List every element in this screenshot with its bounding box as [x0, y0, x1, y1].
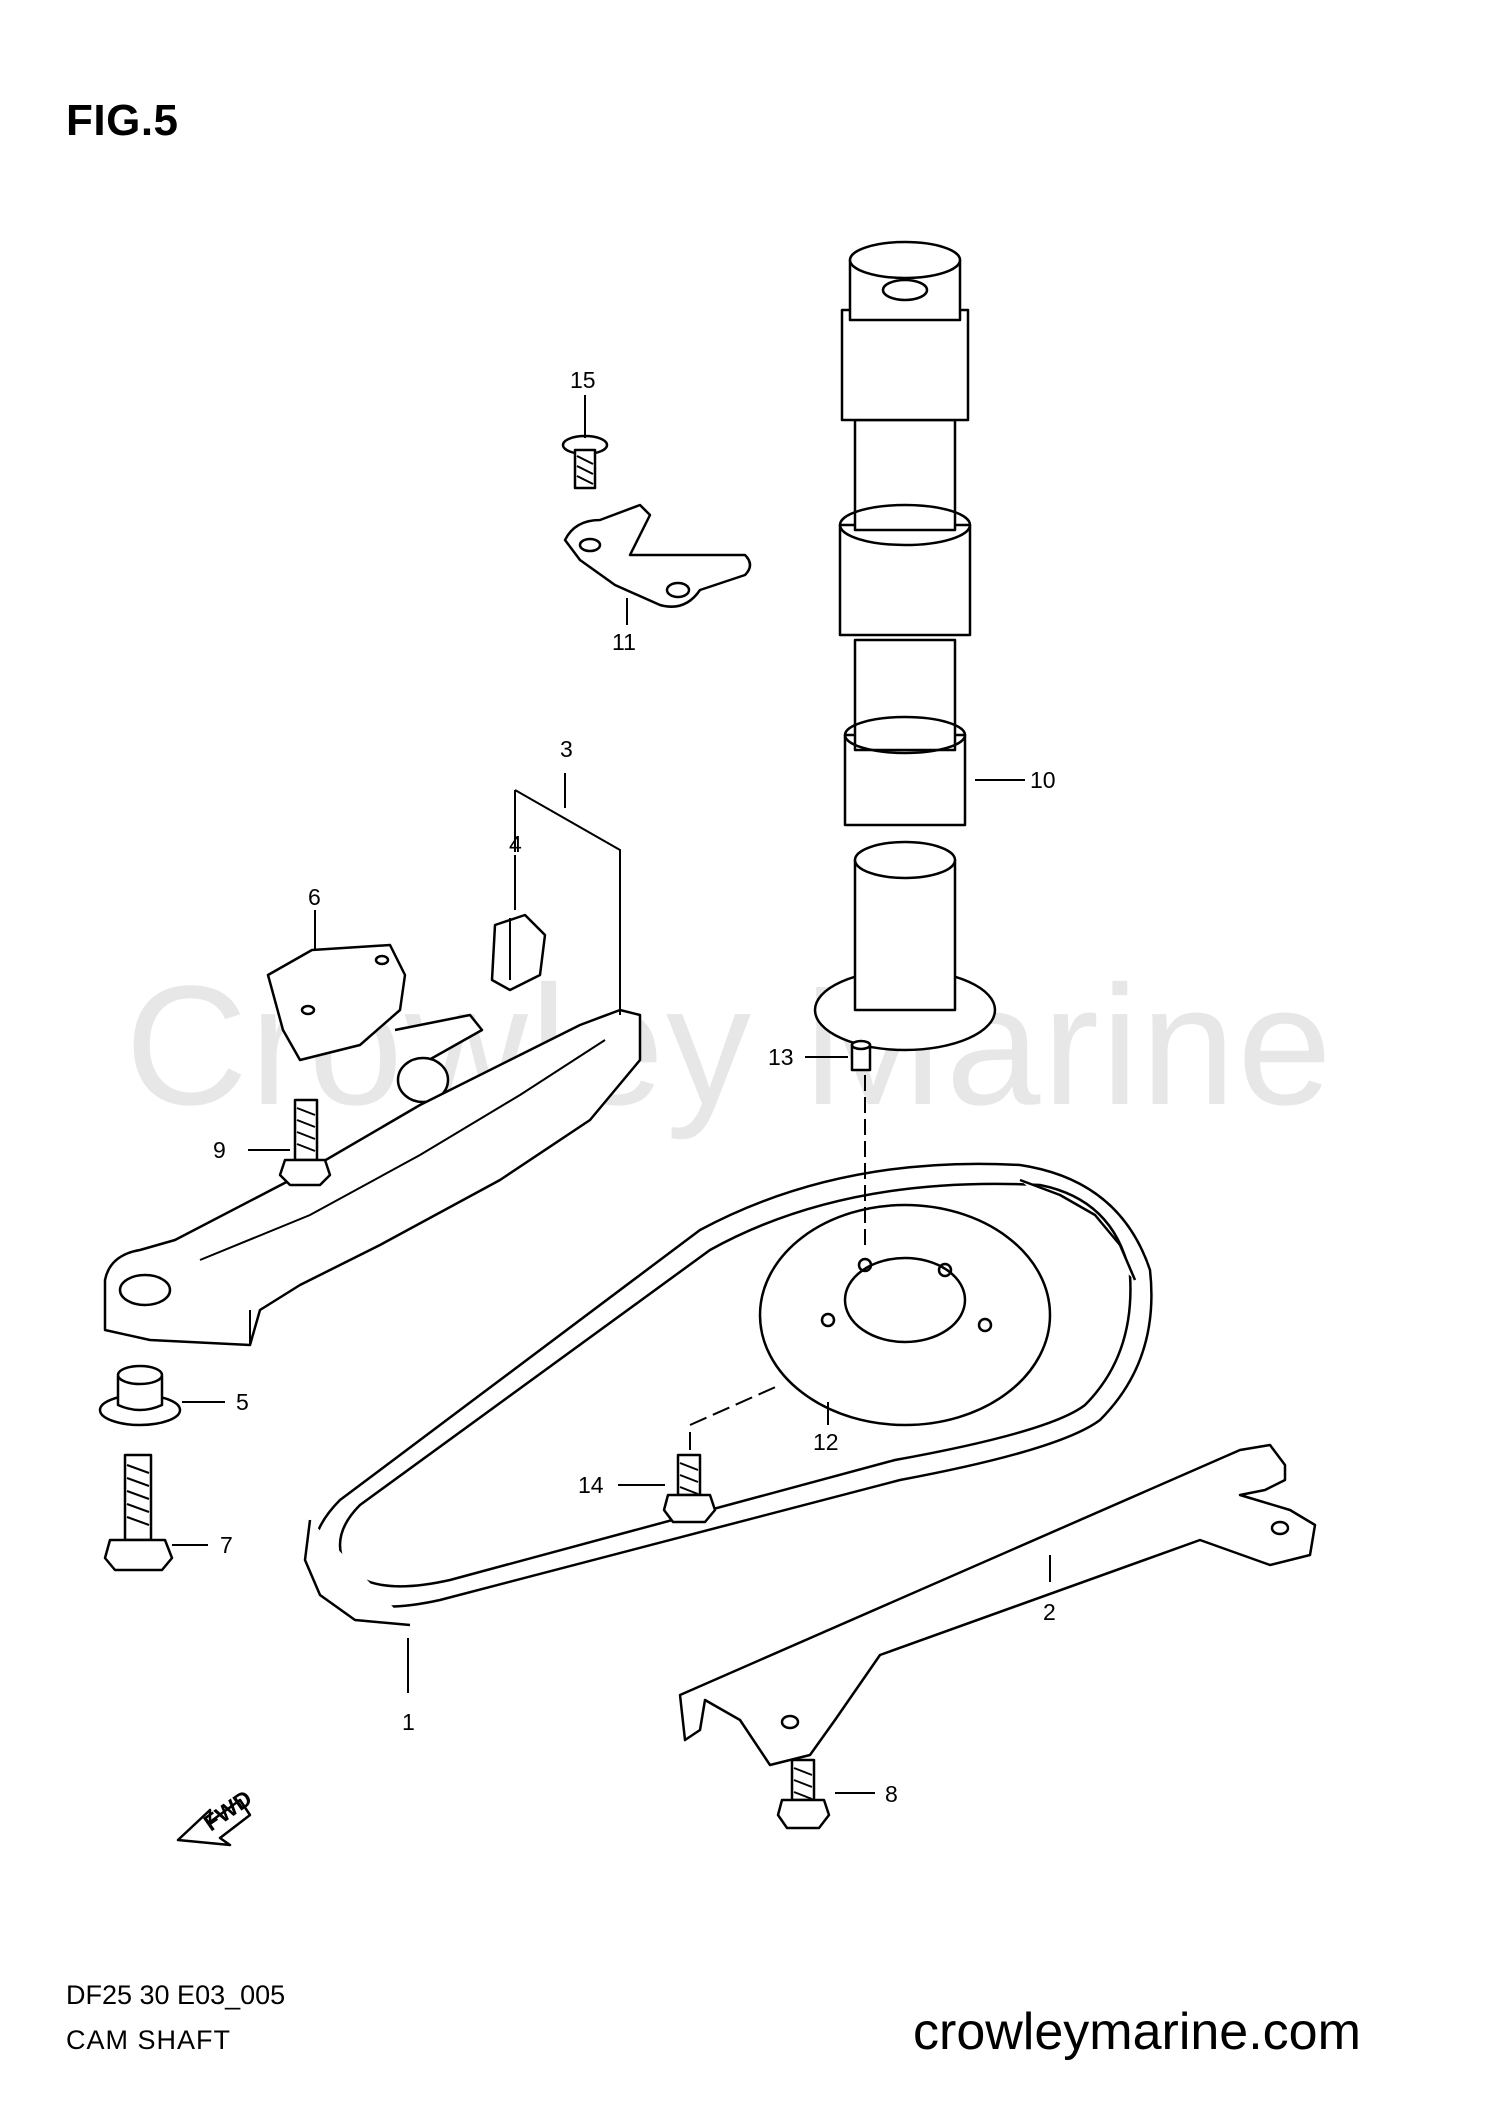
part-bolt-9	[278, 1098, 332, 1187]
fwd-arrow-icon: FWD	[176, 1785, 257, 1847]
callout-1: 1	[402, 1709, 415, 1735]
part-bolt-7	[103, 1453, 174, 1572]
part-camshaft	[813, 240, 997, 1052]
part-chain-1	[303, 1162, 1153, 1627]
part-bolt-8	[776, 1758, 831, 1830]
diagram-code: DF25 30 E03_005	[66, 1980, 286, 2010]
part-chain-guide-2	[678, 1443, 1317, 1767]
callout-5: 5	[236, 1389, 249, 1415]
part-tensioner-6	[266, 943, 484, 1104]
callout-3: 3	[560, 736, 573, 762]
part-clip-4	[490, 913, 547, 992]
callout-12: 12	[813, 1429, 839, 1455]
part-plate-11	[563, 503, 752, 608]
callout-labels: 1 2 3 4 5 6 7 8 9 10 11 12 13 14 15	[213, 367, 1056, 1807]
callout-10: 10	[1030, 767, 1056, 793]
callout-14: 14	[578, 1472, 604, 1498]
part-screw-15	[561, 434, 609, 490]
part-pin-13	[850, 1039, 872, 1072]
part-chain-guide-3	[103, 1008, 642, 1347]
callout-11: 11	[612, 629, 636, 655]
callout-4: 4	[509, 831, 522, 857]
callout-15: 15	[570, 367, 596, 393]
callout-8: 8	[885, 1781, 898, 1807]
callout-6: 6	[308, 884, 321, 910]
callout-2: 2	[1043, 1599, 1056, 1625]
callout-13: 13	[768, 1044, 794, 1070]
site-link[interactable]: crowleymarine.com	[913, 2003, 1361, 2061]
leader-lines	[172, 395, 1051, 1794]
part-sprocket-12	[758, 1203, 1052, 1427]
part-collar-5	[98, 1364, 182, 1427]
part-bolt-14	[662, 1453, 717, 1524]
callout-7: 7	[220, 1532, 233, 1558]
figure-title: FIG.5	[66, 96, 179, 145]
callout-9: 9	[213, 1137, 226, 1163]
diagram-title: CAM SHAFT	[66, 2025, 232, 2055]
